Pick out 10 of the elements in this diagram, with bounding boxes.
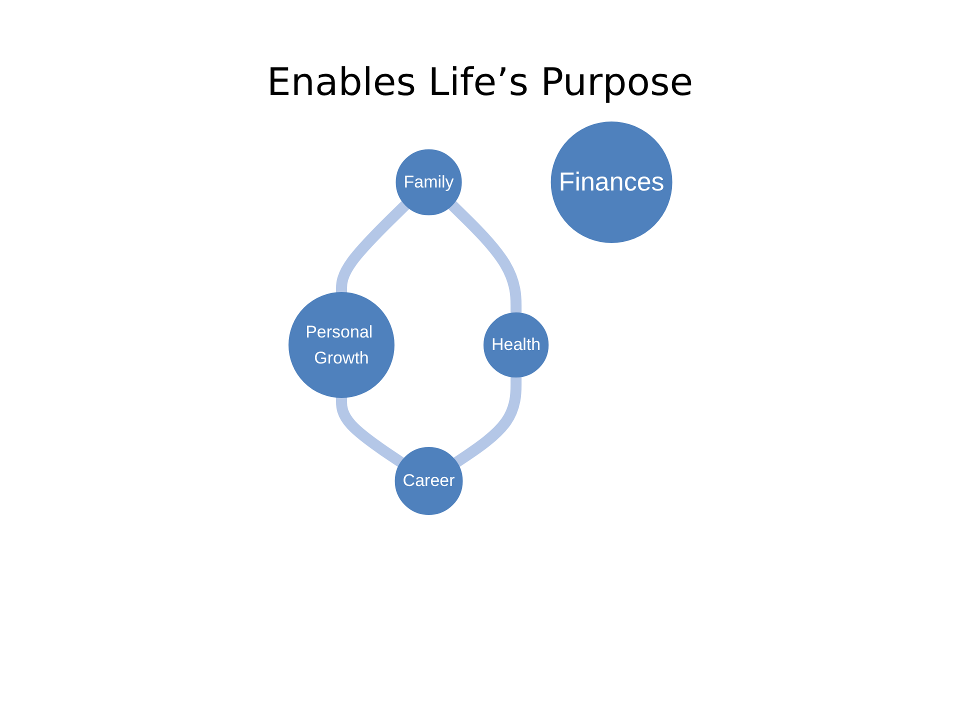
title: Enables Life’s Purpose	[266, 60, 694, 104]
node-circle: Personal Growth	[288, 292, 394, 398]
node-circle: Career	[394, 446, 462, 515]
connector	[336, 396, 404, 467]
node-circle: Finances	[550, 122, 672, 243]
node-circle: Family	[395, 149, 462, 216]
connector	[453, 377, 522, 467]
connector	[448, 201, 522, 313]
connector	[336, 201, 409, 294]
node-circle: Health	[483, 312, 548, 378]
